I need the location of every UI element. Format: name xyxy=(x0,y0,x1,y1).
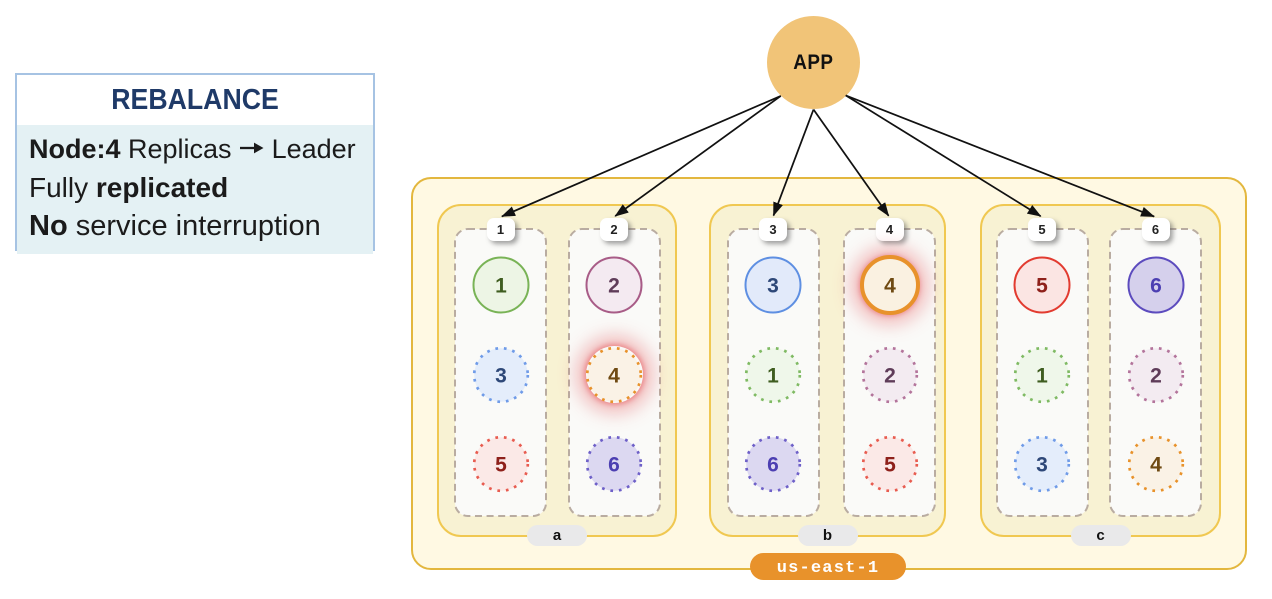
svg-text:1: 1 xyxy=(495,275,507,298)
svg-text:3: 3 xyxy=(767,275,779,298)
svg-text:5: 5 xyxy=(1036,275,1048,298)
svg-text:4: 4 xyxy=(884,275,896,298)
svg-text:6: 6 xyxy=(1150,275,1162,298)
svg-text:3: 3 xyxy=(1036,453,1048,476)
svg-text:1: 1 xyxy=(767,364,779,387)
svg-text:1: 1 xyxy=(1036,364,1048,387)
svg-text:6: 6 xyxy=(608,453,620,476)
svg-text:2: 2 xyxy=(884,364,896,387)
svg-text:4: 4 xyxy=(608,364,620,387)
svg-text:5: 5 xyxy=(884,453,896,476)
svg-text:6: 6 xyxy=(767,453,779,476)
svg-text:4: 4 xyxy=(1150,453,1162,476)
svg-text:2: 2 xyxy=(1150,364,1162,387)
svg-text:5: 5 xyxy=(495,453,507,476)
svg-text:3: 3 xyxy=(495,364,507,387)
svg-text:2: 2 xyxy=(608,275,620,298)
